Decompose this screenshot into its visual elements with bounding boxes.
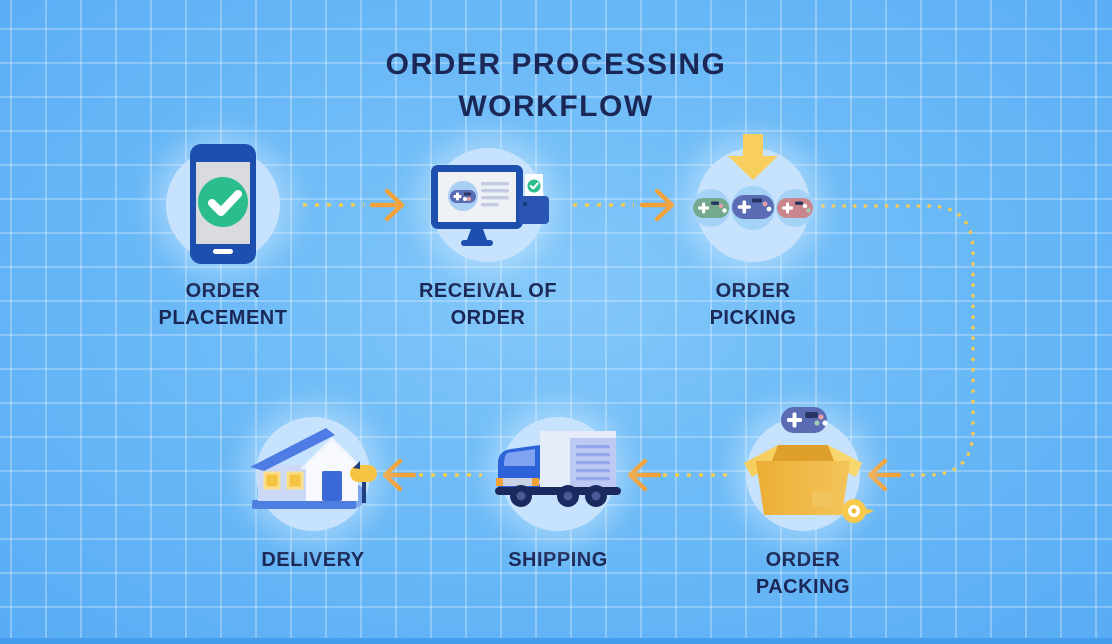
arrowhead-right-icon [639,188,675,222]
house-delivery-icon [250,428,377,509]
step-order-placement: ORDER PLACEMENT [113,144,333,332]
step-icon-circle [495,417,621,531]
title-line-1: ORDER PROCESSING [385,48,727,81]
step-label: RECEIVAL OF ORDER [418,280,558,329]
step-label: ORDER PICKING [709,280,797,329]
box-packing-icon [744,407,874,523]
step-label: SHIPPING [508,549,608,571]
arrowhead-left-icon [382,458,417,492]
step-icon-circle [744,407,874,531]
step-icon-circle [250,417,377,531]
delivery-truck-icon [495,431,621,507]
step-shipping: SHIPPING [448,417,668,574]
step-label: ORDER PACKING [755,549,851,598]
monitor-order-received-icon [431,165,549,246]
title-line-2: WORKFLOW [458,90,654,123]
bottom-border [0,638,1112,644]
step-icon-circle [166,144,280,264]
step-label: DELIVERY [261,549,365,571]
controllers-picking-icon [692,134,814,230]
step-order-picking: ORDER PICKING [643,134,863,332]
step-delivery: DELIVERY [203,417,423,574]
arrowhead-left-icon [627,458,662,492]
check-icon [529,182,539,190]
step-label: ORDER PLACEMENT [158,280,288,329]
step-icon-circle [431,148,549,262]
arrowhead-right-icon [369,188,405,222]
step-icon-circle [692,134,814,262]
step-receival-of-order: RECEIVAL OF ORDER [378,148,598,332]
step-order-packing: ORDER PACKING [693,407,913,601]
phone-order-confirmed-icon [190,144,256,264]
check-icon [208,190,242,216]
arrowhead-left-icon [867,458,902,492]
page-title: ORDER PROCESSING WORKFLOW [0,44,1112,128]
